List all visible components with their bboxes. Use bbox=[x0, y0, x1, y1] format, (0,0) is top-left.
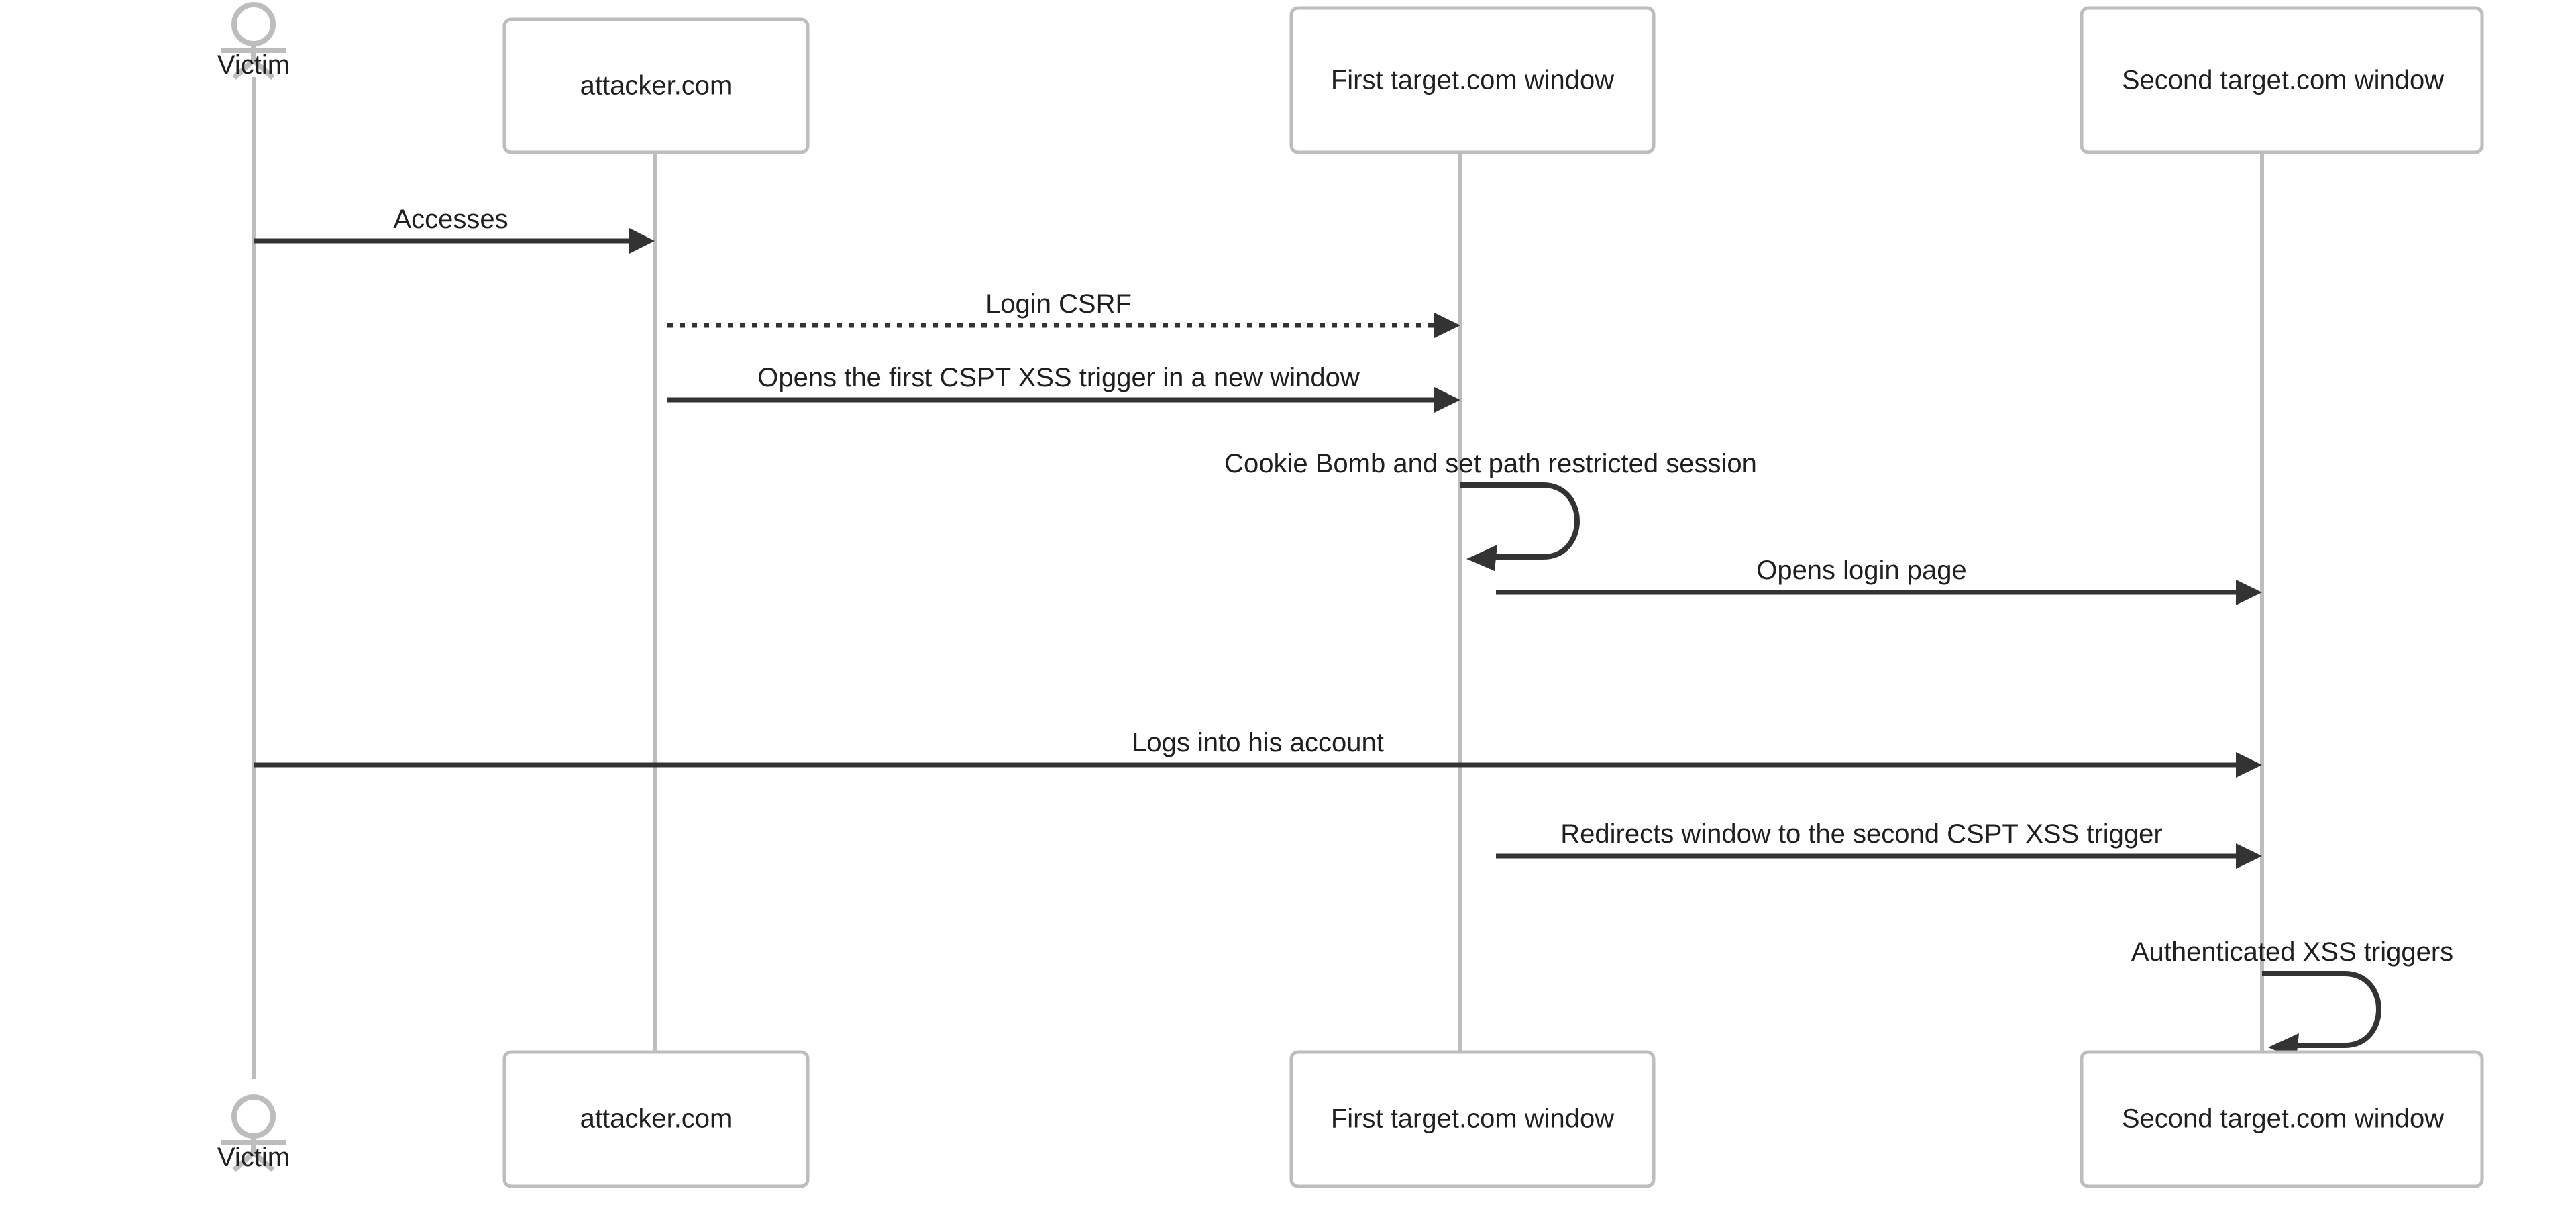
participant-header-second-target[interactable]: Second target.com window bbox=[2080, 6, 2484, 154]
participant-label-first-target-bottom: First target.com window bbox=[1331, 1104, 1614, 1134]
arrow-head-icon-redirects-to-second-trigger bbox=[2236, 843, 2262, 869]
actor-leg-right-icon-bottom bbox=[252, 1151, 275, 1172]
message-login-csrf[interactable]: Login CSRF bbox=[667, 289, 1460, 338]
participant-box-attacker-top[interactable] bbox=[502, 17, 810, 154]
participant-box-attacker-bottom[interactable] bbox=[502, 1050, 810, 1188]
participant-box-first-target-bottom[interactable] bbox=[1289, 1050, 1656, 1188]
actor-leg-left-icon-bottom bbox=[232, 1151, 256, 1172]
message-cookie-bomb-self-loop[interactable]: Cookie Bomb and set path restricted sess… bbox=[1224, 449, 1757, 571]
participant-label-victim-top: Victim bbox=[217, 50, 290, 80]
lifelines-layer bbox=[252, 77, 2264, 1079]
participant-footer-second-target[interactable]: Second target.com window bbox=[2080, 1050, 2484, 1188]
message-logs-into-account[interactable]: Logs into his account bbox=[254, 728, 2262, 778]
participant-footer-victim[interactable]: Victim bbox=[217, 1094, 290, 1172]
message-loop-path-cookie-bomb bbox=[1460, 482, 1580, 560]
arrow-head-icon-cookie-bomb bbox=[1466, 545, 1497, 571]
message-label-redirects-to-second-trigger: Redirects window to the second CSPT XSS … bbox=[1560, 819, 2162, 849]
message-loop-path-authenticated-xss bbox=[2262, 971, 2381, 1048]
actor-leg-left-icon bbox=[232, 58, 256, 80]
message-opens-login-page[interactable]: Opens login page bbox=[1496, 556, 2262, 605]
arrow-head-icon-login-csrf bbox=[1434, 313, 1460, 338]
actor-head-icon-bottom bbox=[231, 1094, 276, 1139]
arrow-head-icon-accesses bbox=[629, 228, 655, 254]
participant-label-attacker-top: attacker.com bbox=[580, 71, 733, 101]
participant-label-second-target-bottom: Second target.com window bbox=[2122, 1104, 2444, 1134]
participant-label-first-target-top: First target.com window bbox=[1331, 66, 1614, 95]
participant-label-second-target-top: Second target.com window bbox=[2122, 66, 2444, 95]
arrow-head-icon-logs-into-account bbox=[2236, 752, 2262, 778]
arrow-head-icon-opens-login-page bbox=[2236, 580, 2262, 605]
message-redirects-to-second-trigger[interactable]: Redirects window to the second CSPT XSS … bbox=[1496, 819, 2262, 869]
participant-label-victim-bottom: Victim bbox=[217, 1143, 290, 1172]
message-label-opens-login-page: Opens login page bbox=[1756, 556, 1967, 585]
message-label-logs-into-account: Logs into his account bbox=[1132, 728, 1384, 757]
participant-box-second-target-top[interactable] bbox=[2080, 6, 2484, 154]
participant-box-second-target-bottom[interactable] bbox=[2080, 1050, 2484, 1188]
participant-footer-attacker[interactable]: attacker.com bbox=[502, 1050, 810, 1188]
participant-label-attacker-bottom: attacker.com bbox=[580, 1104, 733, 1134]
participant-header-first-target[interactable]: First target.com window bbox=[1289, 6, 1656, 154]
message-label-accesses: Accesses bbox=[393, 205, 508, 234]
message-authenticated-xss-self-loop[interactable]: Authenticated XSS triggers bbox=[2131, 937, 2453, 1059]
participant-box-first-target-top[interactable] bbox=[1289, 6, 1656, 154]
message-accesses[interactable]: Accesses bbox=[254, 205, 655, 254]
message-label-login-csrf: Login CSRF bbox=[985, 289, 1132, 319]
participant-header-attacker[interactable]: attacker.com bbox=[502, 17, 810, 154]
actor-head-icon bbox=[231, 2, 276, 46]
arrow-head-icon-opens-first-cspt-trigger bbox=[1434, 387, 1460, 413]
actor-leg-right-icon bbox=[252, 58, 275, 80]
message-label-opens-first-cspt-trigger: Opens the first CSPT XSS trigger in a ne… bbox=[757, 363, 1360, 392]
message-label-cookie-bomb-self-loop: Cookie Bomb and set path restricted sess… bbox=[1224, 449, 1757, 478]
participant-header-victim[interactable]: Victim bbox=[217, 2, 290, 80]
message-label-authenticated-xss-self-loop: Authenticated XSS triggers bbox=[2131, 937, 2453, 967]
participant-footer-first-target[interactable]: First target.com window bbox=[1289, 1050, 1656, 1188]
message-opens-first-cspt-trigger[interactable]: Opens the first CSPT XSS trigger in a ne… bbox=[667, 363, 1460, 413]
